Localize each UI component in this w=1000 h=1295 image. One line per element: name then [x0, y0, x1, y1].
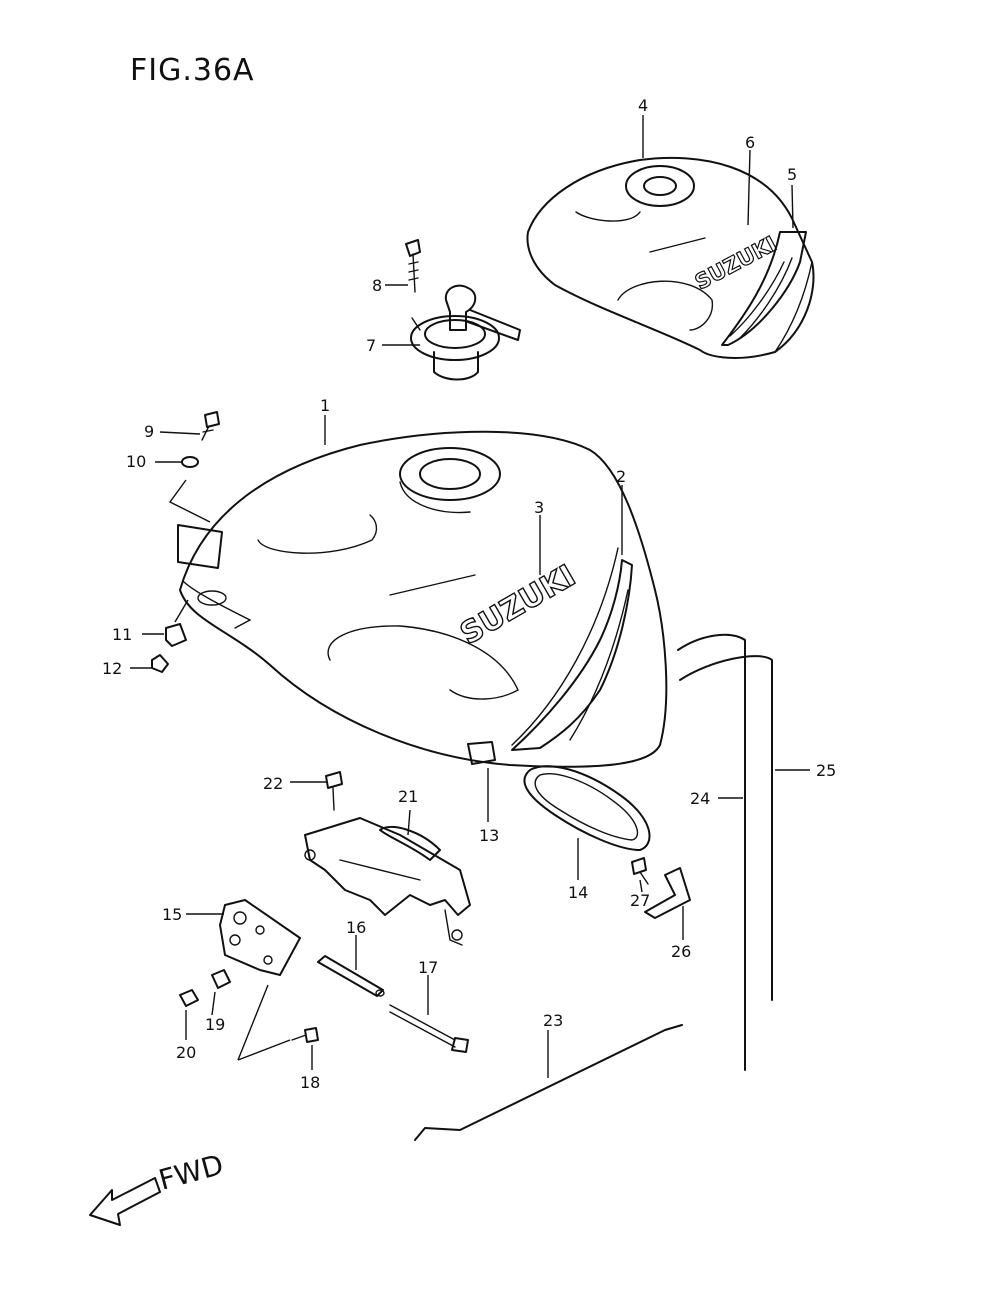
- tank-logo: SUZUKI: [455, 558, 582, 652]
- callout-27: 27: [630, 891, 650, 910]
- long-bolt: [389, 1004, 469, 1053]
- mounting-bolt: [201, 411, 220, 441]
- callout-20: 20: [176, 1043, 196, 1062]
- leader-lines: [130, 115, 810, 1078]
- callout-25: 25: [816, 761, 836, 780]
- callout-7: 7: [366, 336, 376, 355]
- collar: [211, 969, 231, 989]
- fuel-hose-b: [679, 655, 773, 1001]
- tank-rod: [414, 1024, 683, 1141]
- tank-cover: SUZUKI: [526, 156, 815, 359]
- callout-13: 13: [479, 826, 499, 845]
- callout-26: 26: [671, 942, 691, 961]
- callout-17: 17: [418, 958, 438, 977]
- callout-2: 2: [616, 467, 626, 486]
- fuel-tank: SUZUKI: [177, 430, 668, 768]
- fuel-hose-a: [677, 633, 746, 1071]
- callout-19: 19: [205, 1015, 225, 1034]
- cushion: [165, 623, 187, 647]
- callout-14: 14: [568, 883, 588, 902]
- cap-screw: [405, 239, 421, 293]
- forward-arrow: [89, 1177, 161, 1226]
- callout-9: 9: [144, 422, 154, 441]
- fuel-cap: [410, 284, 521, 381]
- callout-6: 6: [745, 133, 755, 152]
- grommet: [179, 989, 199, 1007]
- plate-bolt: [291, 1027, 319, 1043]
- callout-8: 8: [372, 276, 382, 295]
- bracket-bolt: [325, 771, 343, 811]
- callout-23: 23: [543, 1011, 563, 1030]
- clamp: [644, 867, 691, 919]
- tank-bracket: [304, 817, 471, 946]
- washer: [181, 456, 199, 468]
- figure-title: FIG.36A: [130, 53, 255, 88]
- rubber-cushion: [467, 741, 496, 765]
- callout-10: 10: [126, 452, 146, 471]
- cover-logo: SUZUKI: [691, 232, 780, 295]
- forward-label: FWD: [155, 1148, 227, 1197]
- pin: [317, 955, 385, 997]
- callout-24: 24: [690, 789, 710, 808]
- callout-11: 11: [112, 625, 132, 644]
- callout-12: 12: [102, 659, 122, 678]
- callout-15: 15: [162, 905, 182, 924]
- callout-22: 22: [263, 774, 283, 793]
- callout-5: 5: [787, 165, 797, 184]
- callout-16: 16: [346, 918, 366, 937]
- callout-4: 4: [638, 96, 648, 115]
- clamp-screw: [631, 857, 649, 885]
- mounting-plate: [219, 899, 301, 976]
- callout-21: 21: [398, 787, 418, 806]
- callout-18: 18: [300, 1073, 320, 1092]
- callout-3: 3: [534, 498, 544, 517]
- callout-1: 1: [320, 396, 330, 415]
- tank-gasket: [523, 765, 651, 851]
- callout-labels: 1 2 3 4 5 6 7 8 9 10 11 12 13 14 15 16 1…: [102, 96, 836, 1092]
- clip: [151, 654, 169, 673]
